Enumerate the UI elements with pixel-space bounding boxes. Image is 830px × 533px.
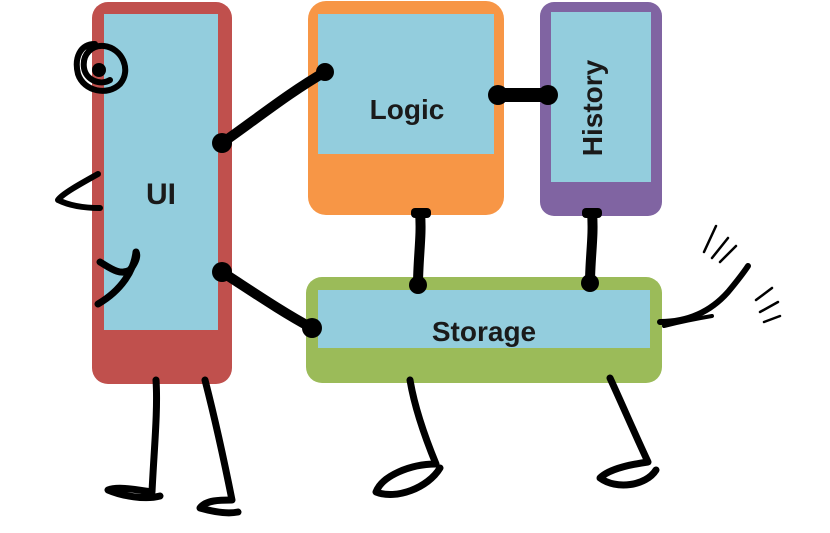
motion-line-1 bbox=[702, 224, 718, 254]
ui-logic-joint-logic bbox=[316, 63, 334, 81]
history-storage-joint-top bbox=[582, 208, 602, 218]
storage-legs bbox=[372, 374, 660, 498]
storage-leg-left bbox=[372, 376, 444, 498]
history-component: History bbox=[540, 2, 662, 216]
storage-leg-right bbox=[596, 374, 660, 489]
ui-storage-joint-ui bbox=[212, 262, 232, 282]
history-storage-joint-bottom bbox=[581, 274, 599, 292]
storage-label: Storage bbox=[432, 316, 536, 347]
ui-label: UI bbox=[146, 178, 176, 211]
logic-storage-joint-bottom bbox=[409, 276, 427, 294]
motion-line-2 bbox=[710, 236, 730, 260]
ui-logic-joint-ui bbox=[212, 133, 232, 153]
logic-storage-connector bbox=[413, 208, 426, 290]
storage-inner bbox=[318, 290, 650, 348]
tail-doodle bbox=[657, 263, 751, 325]
storage-tail bbox=[657, 224, 782, 328]
tail-tip-doodle bbox=[662, 314, 714, 328]
logic-label: Logic bbox=[370, 94, 445, 125]
ui-leg-right bbox=[196, 376, 242, 517]
ui-storage-connector bbox=[217, 267, 317, 333]
ui-storage-joint-storage bbox=[302, 318, 322, 338]
history-label: History bbox=[577, 59, 608, 156]
connectors bbox=[212, 63, 602, 338]
logic-inner bbox=[318, 14, 494, 154]
ui-leg-left bbox=[104, 376, 164, 502]
ui-logic-connector bbox=[217, 67, 330, 148]
motion-line-5 bbox=[758, 300, 780, 314]
pupil-doodle bbox=[92, 63, 106, 77]
nose-doodle bbox=[55, 171, 103, 211]
motion-line-4 bbox=[754, 286, 774, 302]
ui-character-face bbox=[55, 41, 141, 308]
logic-history-joint-history bbox=[538, 85, 558, 105]
ui-component: UI bbox=[92, 2, 232, 384]
logic-storage-joint-top bbox=[411, 208, 431, 218]
history-inner bbox=[551, 12, 651, 182]
eye-doodle bbox=[73, 41, 129, 94]
motion-line-6 bbox=[762, 314, 782, 324]
ui-legs bbox=[104, 376, 242, 517]
logic-history-joint-logic bbox=[488, 85, 508, 105]
history-storage-connector bbox=[585, 208, 598, 288]
mouth-doodle bbox=[94, 248, 141, 308]
motion-line-3 bbox=[718, 244, 738, 264]
storage-component: Storage bbox=[306, 277, 662, 383]
logic-component: Logic bbox=[308, 1, 504, 215]
